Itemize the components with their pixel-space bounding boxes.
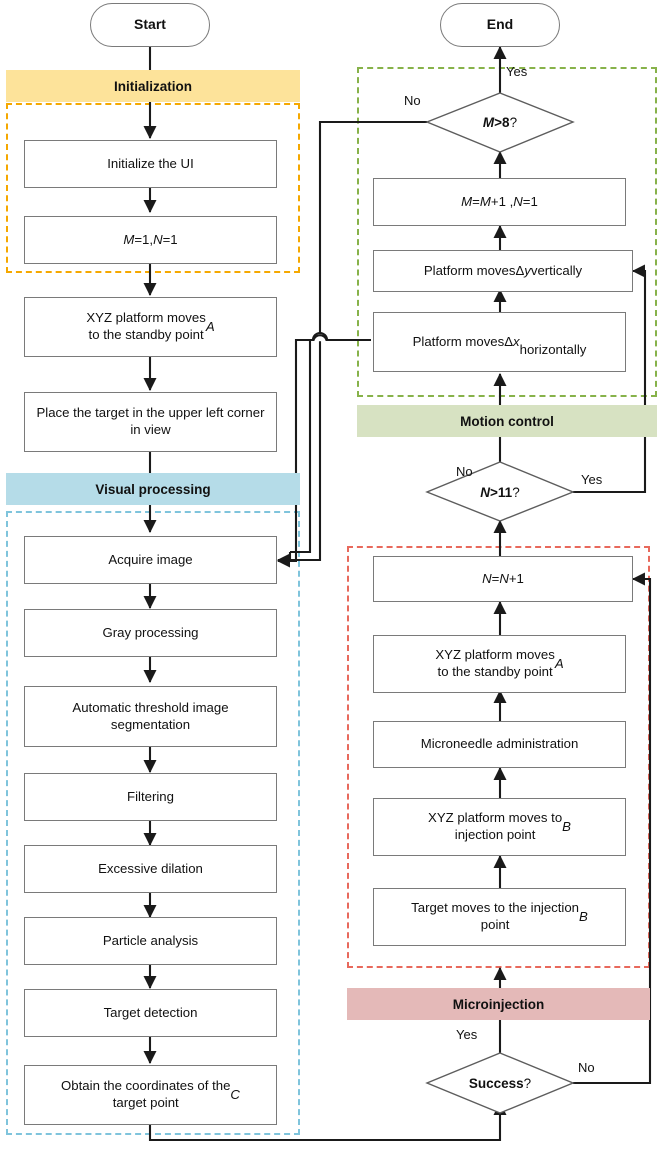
edge-label-n-no: No bbox=[456, 464, 473, 479]
process-filtering: Filtering bbox=[24, 773, 277, 821]
edge-label-m-no: No bbox=[404, 93, 421, 108]
process-acquire-image: Acquire image bbox=[24, 536, 277, 584]
band-visual-processing: Visual processing bbox=[6, 473, 300, 505]
band-motion-control: Motion control bbox=[357, 405, 657, 437]
process-init-variables: M=1,N=1 bbox=[24, 216, 277, 264]
process-particle-analysis: Particle analysis bbox=[24, 917, 277, 965]
edge-label-success-no: No bbox=[578, 1060, 595, 1075]
process-initialize-ui: Initialize the UI bbox=[24, 140, 277, 188]
edge-label-m-yes: Yes bbox=[506, 64, 528, 79]
terminator-end: End bbox=[440, 3, 560, 47]
edge-label-n-yes: Yes bbox=[581, 472, 603, 487]
terminator-start: Start bbox=[90, 3, 210, 47]
decision-m-gt-8-label: M>8? bbox=[482, 114, 518, 130]
band-initialization: Initialization bbox=[6, 70, 300, 102]
band-microinjection: Microinjection bbox=[347, 988, 650, 1020]
process-gray-processing: Gray processing bbox=[24, 609, 277, 657]
process-excessive-dilation: Excessive dilation bbox=[24, 845, 277, 893]
process-target-detection: Target detection bbox=[24, 989, 277, 1037]
decision-n-gt-11-label: N>11? bbox=[480, 484, 520, 500]
process-m-increment: M=M+1 ,N=1 bbox=[373, 178, 626, 226]
edge-label-success-yes: Yes bbox=[456, 1027, 478, 1042]
process-microneedle-administration: Microneedle administration bbox=[373, 721, 626, 768]
process-place-target: Place the target in the upper left corne… bbox=[24, 392, 277, 452]
process-n-increment: N=N+1 bbox=[373, 556, 633, 602]
process-threshold-segmentation: Automatic threshold image segmentation bbox=[24, 686, 277, 747]
decision-success-label: Success? bbox=[468, 1075, 532, 1091]
